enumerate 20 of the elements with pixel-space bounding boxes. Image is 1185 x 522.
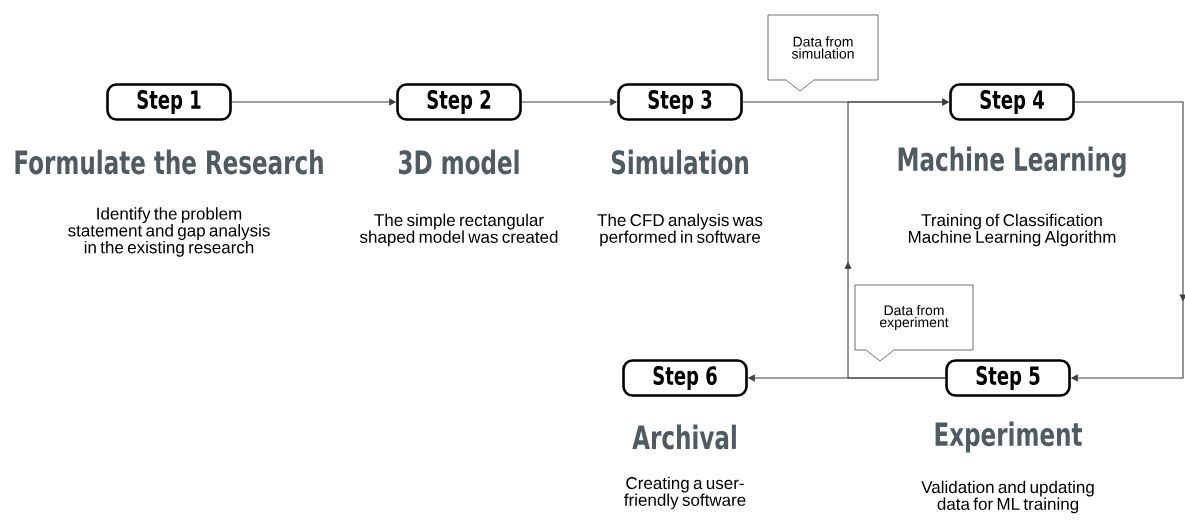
- callout-box: Data from simulation: [767, 14, 879, 92]
- step-heading: Formulate the Research: [15, 149, 323, 175]
- step-box: Step 5: [945, 359, 1071, 397]
- step-box: Step 1: [106, 83, 232, 121]
- step-box: Step 4: [949, 83, 1075, 121]
- step-description: The CFD analysis was performed in software: [597, 213, 763, 247]
- step-heading: Archival: [632, 424, 736, 450]
- step-heading: Simulation: [611, 149, 748, 175]
- step-description: The simple rectangular shaped model was created: [359, 213, 558, 247]
- step-heading: Experiment: [935, 421, 1082, 453]
- callout-box: Data from experiment: [854, 284, 974, 362]
- step-box: Step 3: [617, 83, 743, 121]
- step-heading: 3D model: [399, 149, 519, 175]
- step-description: Identify the problem statement and gap analysis in the existing research: [68, 207, 270, 257]
- step-box: Step 6: [622, 359, 748, 397]
- step-description: Validation and updating data for ML training: [921, 480, 1094, 514]
- step-description: Creating a user-friendly software: [624, 476, 746, 510]
- step-heading: Machine Learning: [898, 146, 1126, 178]
- step-box: Step 2: [396, 83, 522, 121]
- step-description: Training of Classification Machine Learning Algorithm: [908, 213, 1116, 247]
